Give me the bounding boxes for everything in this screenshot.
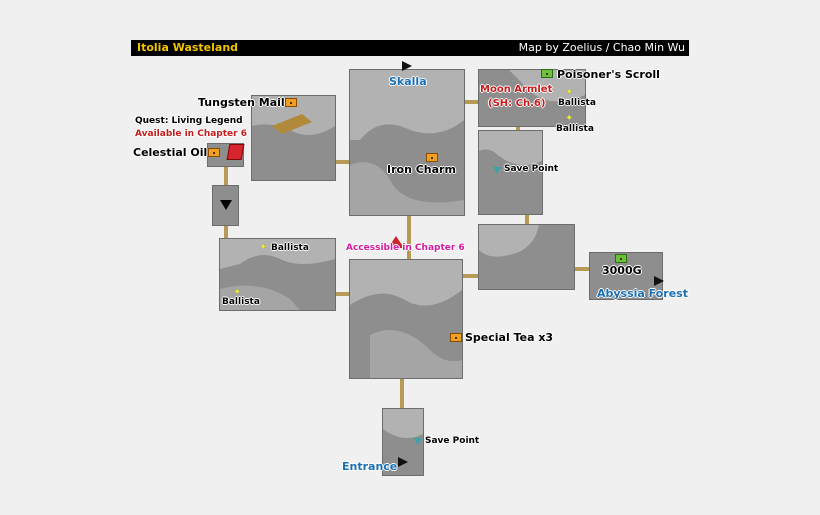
quest-label: Quest: Living Legend xyxy=(135,116,243,126)
special-tea-label: Special Tea x3 xyxy=(465,331,554,344)
save-point-icon xyxy=(493,167,501,174)
area-name: Itolia Wasteland xyxy=(137,41,239,54)
room-central xyxy=(349,259,463,379)
ballista-label: Ballista xyxy=(271,243,309,253)
ballista-icon: ✦ xyxy=(565,87,574,98)
map-title-bar: Itolia Wasteland Map by Zoelius / Chao M… xyxy=(131,40,689,56)
connector xyxy=(334,292,350,296)
connector xyxy=(516,125,520,133)
exit-flag-icon xyxy=(402,61,412,71)
abyssia-forest-exit-label: Abyssia Forest xyxy=(597,287,688,300)
ballista-icon: ✦ xyxy=(233,287,242,298)
entrance-exit-label: Entrance xyxy=(342,460,398,473)
room-tungsten xyxy=(251,95,336,181)
connector xyxy=(224,224,228,238)
tungsten-mail-label: Tungsten Mail xyxy=(198,96,285,109)
room-skalla xyxy=(349,69,465,216)
ballista-label: Ballista xyxy=(222,297,260,307)
accessible-chapter-label: Accessible in Chapter 6 xyxy=(346,243,465,253)
ballista-icon: ✦ xyxy=(565,113,574,124)
exit-flag-icon xyxy=(398,457,408,467)
map-credit: Map by Zoelius / Chao Min Wu xyxy=(518,41,685,54)
connector xyxy=(573,267,589,271)
treasure-chest-icon xyxy=(208,148,220,157)
ballista-label: Ballista xyxy=(558,98,596,108)
treasure-chest-icon xyxy=(541,69,553,78)
connector xyxy=(407,214,411,259)
room-east xyxy=(478,224,575,290)
save-point-label: Save Point xyxy=(504,164,559,174)
connector xyxy=(224,165,228,185)
available-chapter-label: Available in Chapter 6 xyxy=(135,129,247,139)
poisoners-scroll-label: Poisoner's Scroll xyxy=(557,68,660,81)
chapter-block-arrow-icon xyxy=(388,236,404,248)
connector xyxy=(334,160,350,164)
moon-armlet-label: Moon Armlet xyxy=(480,84,553,95)
treasure-chest-icon xyxy=(426,153,438,162)
exit-flag-icon xyxy=(654,276,664,286)
ballista-label: Ballista xyxy=(556,124,594,134)
down-arrow-icon xyxy=(220,200,232,210)
save-point-label: Save Point xyxy=(425,436,480,446)
treasure-chest-icon xyxy=(450,333,462,342)
connector xyxy=(525,212,529,224)
treasure-chest-icon xyxy=(615,254,627,263)
connector xyxy=(463,100,479,104)
room-save-point-top xyxy=(478,130,543,215)
room-ballista-left xyxy=(219,238,336,311)
connector xyxy=(461,274,479,278)
room-moon-armlet xyxy=(478,69,586,127)
celestial-oil-label: Celestial Oil xyxy=(133,146,208,159)
iron-charm-label: Iron Charm xyxy=(387,163,456,176)
skalla-exit-label: Skalla xyxy=(389,75,427,88)
connector xyxy=(400,377,404,408)
gold-label: 3000G xyxy=(602,264,642,277)
save-point-icon xyxy=(414,438,422,445)
ballista-icon: ✦ xyxy=(259,242,268,253)
quest-item-icon xyxy=(226,144,245,160)
room-down-arrow xyxy=(212,185,239,226)
moon-armlet-requirement-label: (SH: Ch.6) xyxy=(488,98,546,109)
treasure-chest-icon xyxy=(285,98,297,107)
